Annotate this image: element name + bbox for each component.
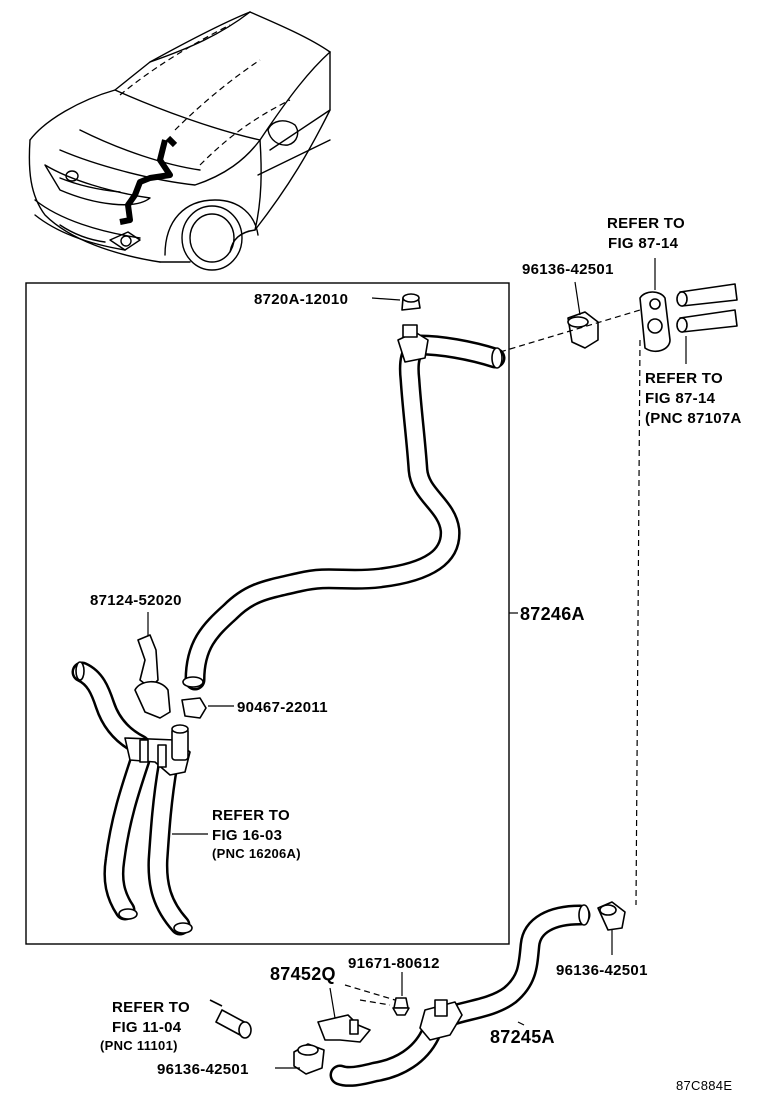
label-bolt: 91671-80612 bbox=[348, 955, 440, 972]
clip-part bbox=[181, 697, 234, 719]
label-refer-fig-11-04-1: REFER TO bbox=[112, 999, 190, 1016]
lower-heater-hose bbox=[329, 901, 626, 1087]
label-clamp-top: 96136-42501 bbox=[522, 261, 614, 278]
label-refer-fig-87-14-pnc-2: FIG 87-14 bbox=[645, 390, 716, 407]
label-refer-fig-87-14-top-1: REFER TO bbox=[607, 215, 685, 232]
label-clip: 90467-22011 bbox=[237, 699, 328, 716]
label-refer-fig-87-14-top-2: FIG 87-14 bbox=[608, 235, 679, 252]
label-refer-fig-11-04-2: FIG 11-04 bbox=[112, 1019, 182, 1036]
label-bracket-lower: 87452Q bbox=[270, 964, 336, 984]
car-illustration bbox=[28, 11, 331, 271]
label-refer-fig-11-04-3: (PNC 11101) bbox=[100, 1038, 178, 1053]
valve-cap-part bbox=[371, 293, 421, 311]
label-hose-assembly: 87246A bbox=[520, 604, 585, 624]
label-refer-fig-87-14-pnc-1: REFER TO bbox=[645, 370, 723, 387]
label-clamp-right: 96136-42501 bbox=[556, 962, 648, 979]
bracket-part bbox=[134, 612, 171, 719]
label-hose-lower: 87245A bbox=[490, 1027, 555, 1047]
left-hose-pair bbox=[71, 661, 193, 936]
refer-fig-11-04-pipe bbox=[209, 999, 252, 1039]
label-refer-fig-16-03-3: (PNC 16206A) bbox=[212, 846, 301, 861]
main-heater-hose bbox=[182, 324, 506, 691]
upper-right-connector bbox=[499, 258, 738, 906]
clamp-bottom-part bbox=[275, 1043, 325, 1075]
label-refer-fig-87-14-pnc-3: (PNC 87107A bbox=[645, 410, 742, 427]
figure-code: 87C884E bbox=[676, 1078, 732, 1093]
label-bracket: 87124-52020 bbox=[90, 592, 182, 609]
hose-assembly-frame bbox=[25, 282, 510, 945]
label-clamp-bottom: 96136-42501 bbox=[157, 1061, 249, 1078]
lower-bracket-part bbox=[317, 972, 410, 1043]
label-refer-fig-16-03-1: REFER TO bbox=[212, 807, 290, 824]
label-refer-fig-16-03-2: FIG 16-03 bbox=[212, 827, 282, 844]
label-valve-cap: 8720A-12010 bbox=[254, 291, 348, 308]
